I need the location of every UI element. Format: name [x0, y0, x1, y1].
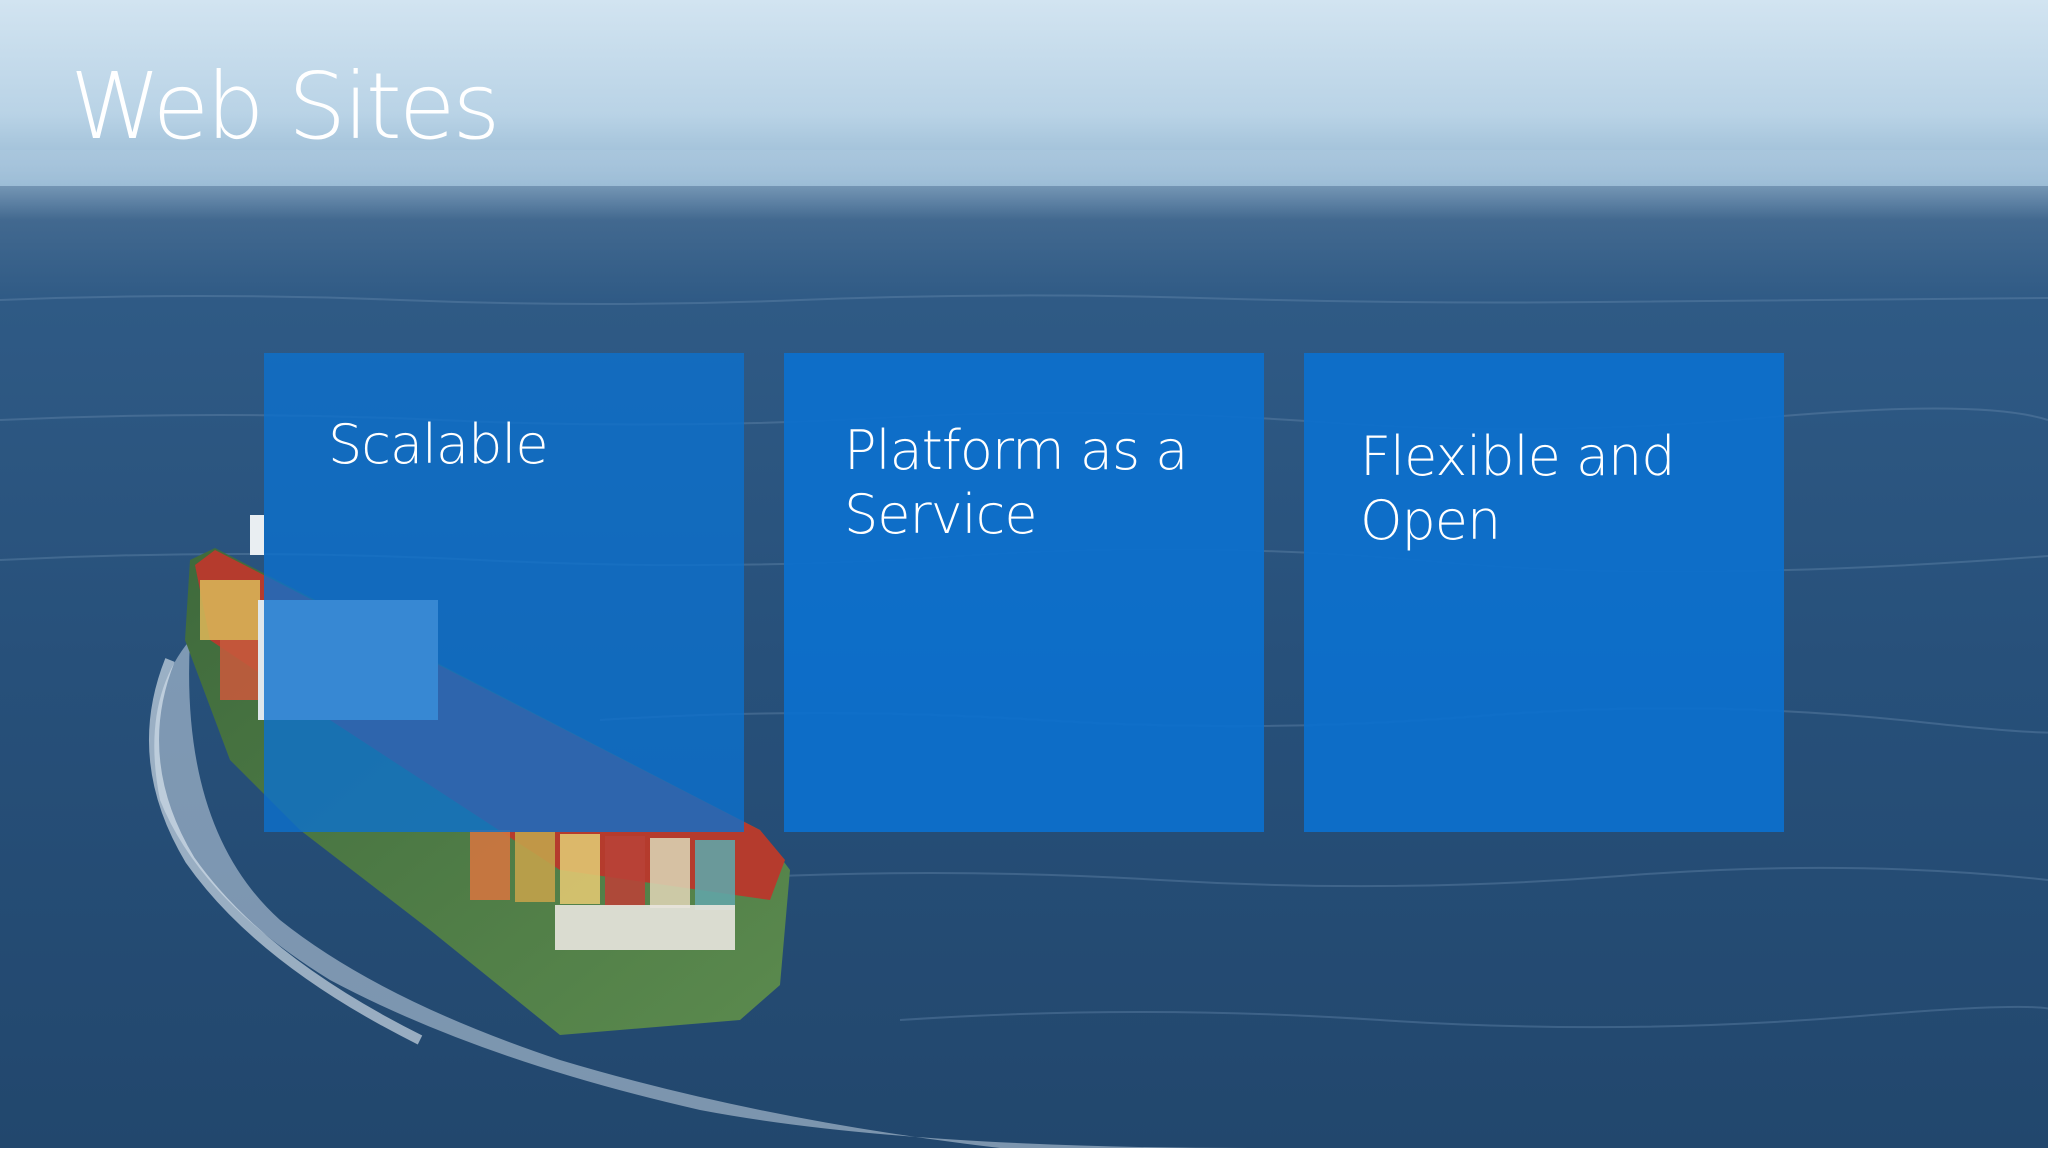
tile-flexible-and-open: Flexible and Open	[1304, 353, 1784, 832]
tile-scalable: Scalable	[264, 353, 744, 832]
tile-label: Flexible and Open	[1360, 425, 1676, 552]
tile-platform-as-a-service: Platform as a Service	[784, 353, 1264, 832]
slide-title: Web Sites	[70, 53, 500, 160]
tile-label: Platform as a Service	[844, 419, 1188, 546]
tile-label: Scalable	[328, 413, 549, 476]
